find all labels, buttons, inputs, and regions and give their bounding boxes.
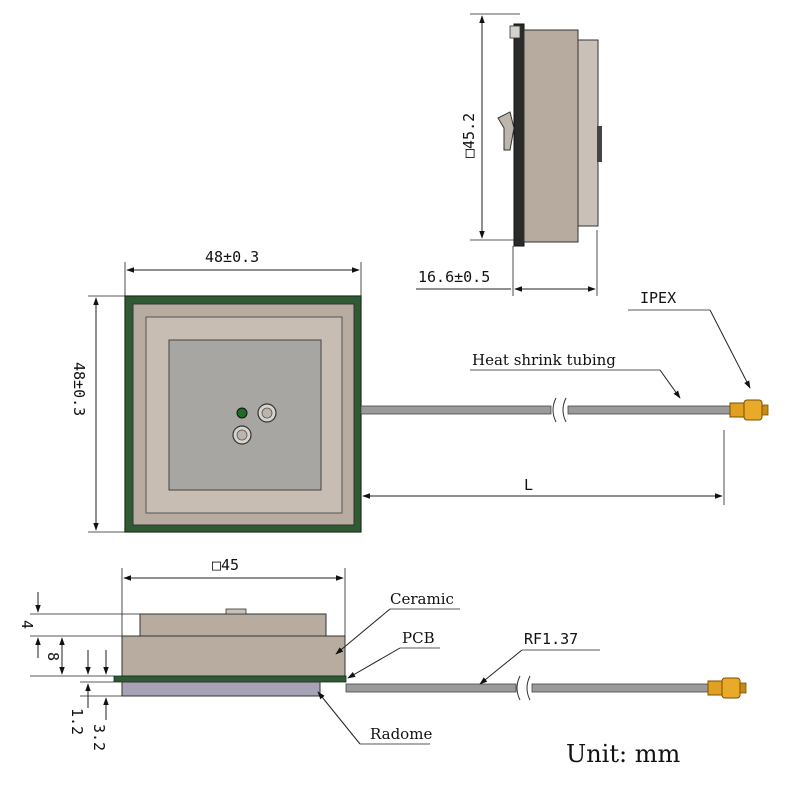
dim-45: □45: [212, 556, 239, 574]
label-pcb: PCB: [402, 629, 435, 647]
dim-3-2: 3.2: [90, 724, 108, 751]
label-rf137: RF1.37: [524, 630, 578, 648]
dim-8: 8: [44, 652, 62, 661]
dim-45-2: □45.2: [460, 113, 478, 158]
label-ipex: IPEX: [640, 289, 676, 307]
unit-label: Unit: mm: [566, 740, 680, 768]
dim-48-height: 48±0.3: [70, 362, 88, 416]
label-radome: Radome: [370, 725, 432, 743]
dim-16-6: 16.6±0.5: [418, 268, 490, 286]
side-view-top: □45.2 16.6±0.5: [416, 13, 602, 296]
label-ceramic: Ceramic: [390, 590, 454, 608]
label-heat-shrink: Heat shrink tubing: [472, 351, 616, 369]
top-view: 48±0.3 48±0.3 L Heat shrink tubing IPEX: [70, 248, 769, 533]
dim-length: L: [524, 476, 533, 494]
dim-1-2: 1.2: [68, 708, 86, 735]
side-view-bottom: □45 4 8 1.2 3.2 Ceramic PCB RF1.37 Radom…: [18, 556, 747, 751]
dim-4: 4: [18, 620, 36, 629]
dim-48-width: 48±0.3: [205, 248, 259, 266]
